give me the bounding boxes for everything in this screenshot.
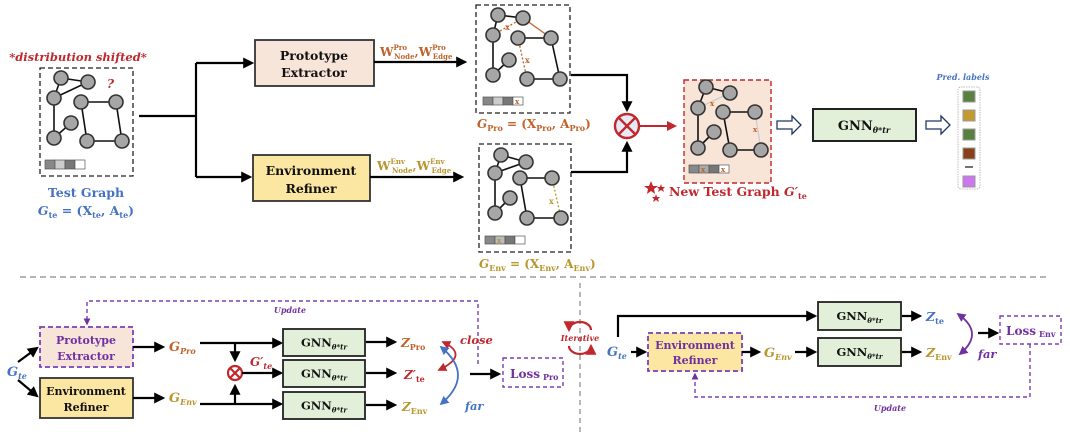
- environment-refiner-box-bottom: Environment Refiner: [39, 377, 134, 419]
- arrow-env-to-combine: [571, 140, 633, 174]
- arrow-gte-to-pe: [17, 346, 39, 363]
- pred-labels-list: [962, 90, 976, 188]
- test-graph-title: Test Graph: [48, 185, 124, 200]
- gnn-label: GNNθ*tr: [836, 309, 883, 325]
- new-test-graph: x x x x: [683, 79, 772, 184]
- test-graph: ?: [39, 67, 134, 177]
- arrow-gte-to-gnn-right: [616, 310, 818, 337]
- test-graph-formula: Gte = (Xte, Ate): [38, 203, 134, 220]
- g-pro-bottom: GPro: [169, 340, 196, 356]
- update-label-left: Update: [274, 305, 306, 315]
- update-loop-left: [83, 300, 479, 364]
- hollow-arrow-icon: [776, 114, 802, 136]
- mask-mark: x: [721, 165, 726, 174]
- pe-bottom-line1: Prototype: [56, 334, 116, 347]
- mask-mark: x: [753, 125, 758, 134]
- test-graph-frame: [39, 67, 134, 177]
- pred-labels-container: [957, 86, 981, 190]
- arrow-pro-to-combine: [571, 73, 633, 113]
- z-te-right: Zte: [925, 309, 944, 326]
- mask-mark: x: [710, 99, 715, 108]
- far-label-left: far: [464, 399, 484, 413]
- mask-mark: x: [515, 97, 520, 106]
- mask-mark: x: [549, 196, 554, 206]
- question-mark: ?: [107, 77, 115, 91]
- g-env-right: GEnv: [764, 346, 792, 362]
- g-env-formula: GEnv = (XEnv, AEnv): [479, 257, 596, 273]
- gnn-box: GNNθ*tr: [282, 359, 366, 388]
- feature-bar: [44, 159, 86, 170]
- prototype-extractor-box: Prototype Extractor: [254, 39, 375, 87]
- g-env-bottom: GEnv: [169, 391, 197, 407]
- z-pro: ZPro: [400, 336, 426, 352]
- gnn-box: GNNθ*tr: [817, 337, 902, 367]
- mask-mark: x: [505, 22, 510, 32]
- prototype-extractor-box-bottom: Prototype Extractor: [39, 326, 134, 368]
- pred-label-swatch: [962, 128, 976, 141]
- close-arrow: [437, 341, 457, 371]
- stars-icon: [644, 181, 665, 202]
- z-te-prime: Z′te: [403, 368, 425, 384]
- pred-label-swatch: [962, 147, 976, 160]
- far-label-right: far: [977, 347, 997, 361]
- far-arrow-right: [956, 312, 973, 356]
- gnn-box: GNNθ*tr: [282, 328, 366, 357]
- update-label-right: Update: [874, 403, 906, 413]
- gnn-label: GNNθ*tr: [301, 336, 348, 352]
- prototype-extractor-line2: Extractor: [281, 65, 347, 80]
- iterative-cycle-icon: [563, 320, 597, 356]
- environment-refiner-line1: Environment: [266, 163, 357, 178]
- arrow-gte-to-er: [17, 379, 39, 398]
- new-test-graph-label: New Test Graph G′te: [669, 184, 807, 201]
- mask-mark: x: [525, 55, 530, 65]
- prototype-extractor-line1: Prototype: [280, 48, 348, 63]
- prototype-graph: x x x: [475, 4, 571, 114]
- gnn-label: GNNθ*tr: [301, 367, 348, 383]
- iterative-label: Iterative: [560, 333, 599, 343]
- far-arrow-left: [439, 345, 459, 406]
- er-bottom-line1: Environment: [46, 385, 127, 398]
- er-right-line2: Refiner: [673, 354, 718, 367]
- environment-refiner-box: Environment Refiner: [252, 154, 371, 202]
- mask-mark: x: [701, 165, 706, 174]
- environment-refiner-line2: Refiner: [285, 181, 336, 196]
- update-loop-right: [691, 344, 1031, 398]
- z-env-right: ZEnv: [925, 345, 952, 362]
- environment-graph: x x: [478, 143, 572, 253]
- g-pro-formula: GPro = (XPro, APro): [477, 117, 591, 133]
- pred-labels-title: Pred. labels: [936, 72, 990, 82]
- hollow-arrow-icon: [925, 114, 951, 136]
- g-te-prime-bottom: G′te: [250, 355, 272, 371]
- g-te-input-right: Gte: [607, 345, 627, 361]
- gnn-box: GNNθ*tr: [817, 301, 902, 331]
- gnn-label: GNNθ*tr: [301, 399, 348, 415]
- mask-mark: x: [497, 236, 502, 245]
- pe-bottom-line2: Extractor: [57, 350, 115, 363]
- pred-label-swatch: [962, 109, 976, 122]
- gnn-label: GNNθ*tr: [838, 119, 891, 135]
- close-label: close: [460, 333, 493, 347]
- combine-operator-icon-bottom: [226, 364, 244, 382]
- z-env: ZEnv: [401, 400, 428, 416]
- er-bottom-line2: Refiner: [64, 401, 109, 414]
- er-right-line1: Environment: [655, 339, 736, 352]
- g-te-input-left: Gte: [7, 365, 27, 381]
- environment-refiner-box-right: Environment Refiner: [647, 332, 743, 372]
- combine-operator-icon: [613, 112, 641, 140]
- distribution-shifted-label: *distribution shifted*: [9, 50, 147, 64]
- gnn-label: GNNθ*tr: [836, 345, 883, 361]
- pred-label-swatch: [962, 90, 976, 103]
- gnn-box: GNNθ*tr: [282, 391, 366, 420]
- gnn-box-top: GNNθ*tr: [812, 108, 917, 142]
- pred-label-swatch: [962, 175, 976, 188]
